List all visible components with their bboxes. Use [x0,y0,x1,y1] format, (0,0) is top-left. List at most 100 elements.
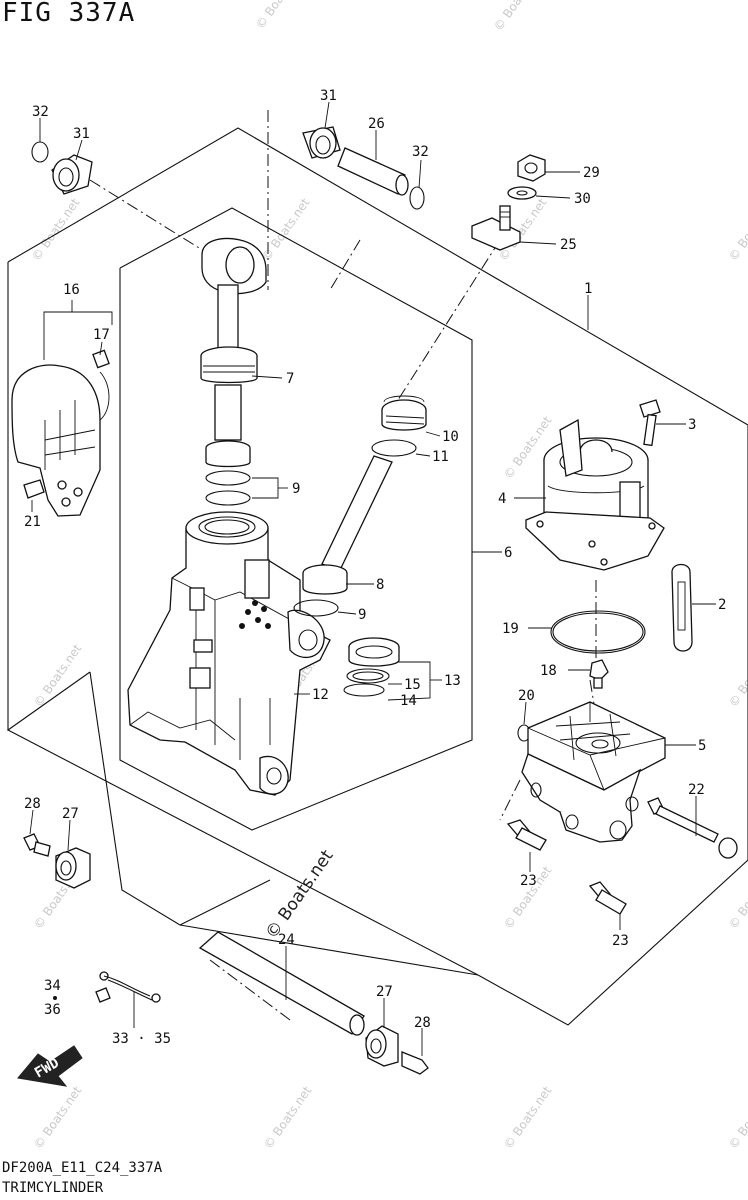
bolt-3 [639,399,661,418]
callout-32: 32 [412,144,429,160]
callout-36: 36 [44,1002,61,1018]
watermark: © Boats.net [259,195,313,263]
callout-32: 32 [32,104,49,120]
circlip-32 [409,186,425,210]
assembly-1-outline [7,262,91,732]
ground-wire [53,971,161,1003]
watermark: © Boats.net [726,641,748,709]
watermark: © Boats.net [726,1083,748,1151]
fwd-badge: FWD [17,1045,83,1087]
assembly-24-outline [179,924,479,976]
tube [321,455,393,571]
callout-26: 26 [368,116,385,132]
assembly-6-outline [119,207,473,831]
callout-27: 27 [62,806,79,822]
callout-30: 30 [574,191,591,207]
callout-1: 1 [584,281,592,297]
model-code: DF200A_E11_C24_337A [2,1160,163,1176]
callout-21: 21 [24,514,41,530]
callout-7: 7 [286,371,294,387]
callout-16: 16 [63,282,80,298]
pump-5 [521,701,666,843]
watermark: © Boats.net [491,0,545,34]
callout-6: 6 [504,545,512,561]
callout-12: 12 [312,687,329,703]
callout-4: 4 [498,491,506,507]
watermark: © Boats.net [261,1083,315,1151]
callout-3: 3 [688,417,696,433]
watermark: © Boats.net [726,195,748,263]
figure-title: FIG 337A [2,0,136,28]
oring-19 [550,610,646,654]
callout-11: 11 [432,449,449,465]
seal-9b [293,599,339,617]
callout-31: 31 [320,88,337,104]
callout-18: 18 [540,663,557,679]
nut-29 [517,154,546,182]
callout-22: 22 [688,782,705,798]
screw-34 [95,987,111,1003]
seal-9 [205,490,251,506]
circlip-32-left [31,141,49,163]
bolt-21 [23,479,45,499]
callout-14: 14 [400,693,417,709]
fitting-25 [471,217,521,251]
pin-26 [337,147,406,195]
trim-cylinder-body [127,237,331,796]
callout-27: 27 [376,984,393,1000]
fitting-25-stem [499,205,511,231]
callout-15: 15 [404,677,421,693]
clip-2 [671,563,693,652]
callout-10: 10 [442,429,459,445]
filter-18 [589,659,609,681]
callout-20: 20 [518,688,535,704]
section-name: TRIMCYLINDER [2,1180,104,1196]
callout-9: 9 [292,481,300,497]
bracket-16 [11,349,110,517]
assembly-24-outline [89,671,271,926]
callout-19: 19 [502,621,519,637]
reservoir-piston [293,395,427,617]
callout-28: 28 [414,1015,431,1031]
callout-29: 29 [583,165,600,181]
callout-9: 9 [358,607,366,623]
callout-25: 25 [560,237,577,253]
callout-labels: 32 31 31 26 32 29 30 25 16 17 21 7 9 1 3… [24,88,726,1047]
watermark: © Boats.net [501,1083,555,1151]
bolt-28b [401,1051,429,1075]
callout-13: 13 [444,673,461,689]
assembly-1-outline [7,127,748,1026]
callout-23: 23 [612,933,629,949]
washer-30 [507,186,537,200]
centerlines [89,110,601,1021]
seal-9 [205,470,251,486]
callout-17: 17 [93,327,110,343]
watermark: © Boats.net [29,195,83,263]
clip-17 [92,349,110,369]
watermark: © Boats.net [253,0,307,32]
piston-rod [217,284,239,358]
callout-24: 24 [278,932,295,948]
assembly-1-outline [7,729,479,976]
callout-33-35: 33 · 35 [112,1031,171,1047]
bushing-31-face [309,127,337,159]
callout-28: 28 [24,796,41,812]
pin-assembly-top [31,126,425,210]
callout-34: 34 [44,978,61,994]
bolts [506,797,738,915]
callout-23: 23 [520,873,537,889]
motor-assembly [525,399,693,652]
watermark: © Boats.net [262,846,338,943]
callout-31: 31 [73,126,90,142]
watermark: © Boats.net [726,863,748,931]
lower-pin-assembly [23,833,429,1075]
watermark: © Boats.net [31,1083,85,1151]
watermark: © Boats.net [31,641,85,709]
callout-2: 2 [718,597,726,613]
valve-set [343,637,400,697]
callout-5: 5 [698,738,706,754]
fitting-group [471,154,546,251]
pin-24 [198,931,365,1035]
